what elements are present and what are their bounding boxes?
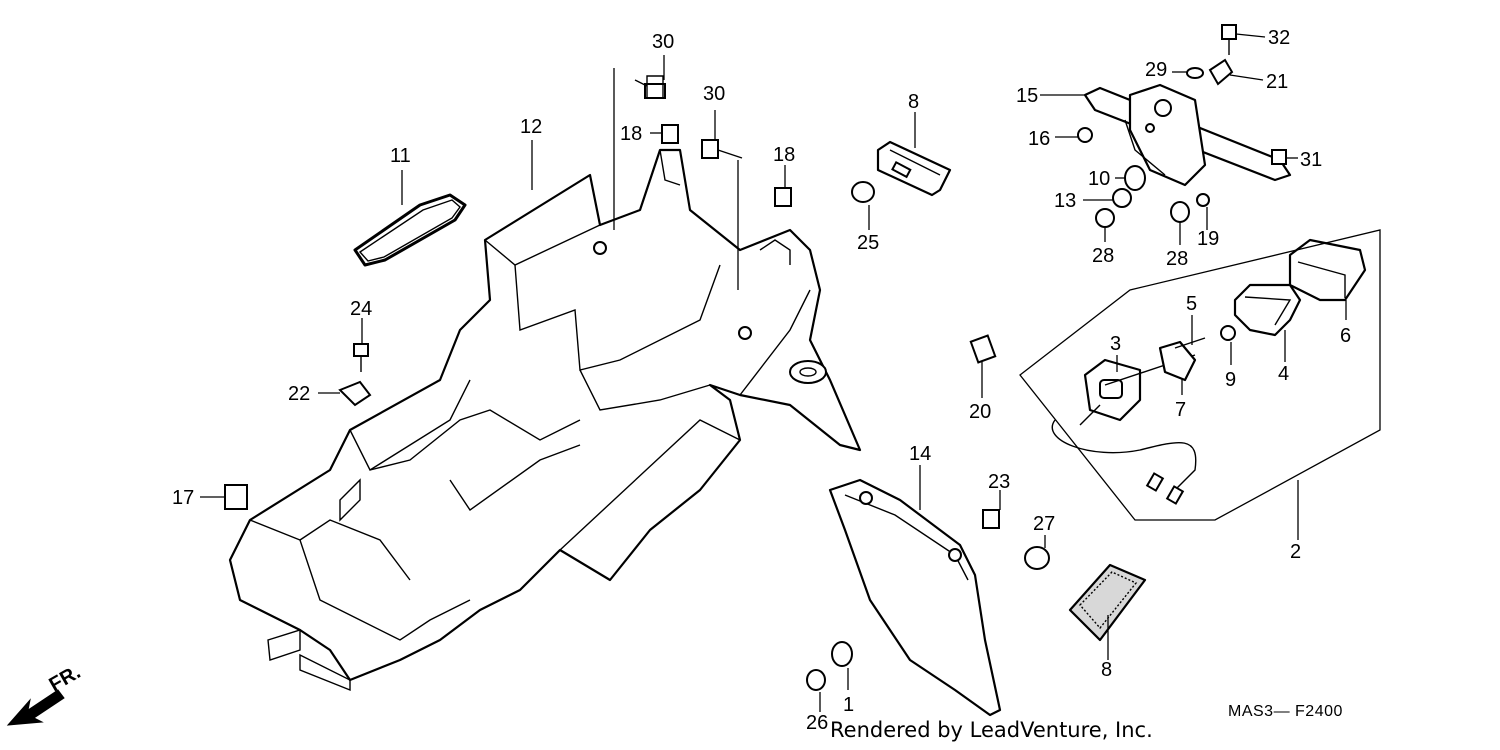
reflector-lower [1068,563,1147,642]
callout-23: 23 [988,471,1010,493]
callout-2: 2 [1290,541,1301,563]
callout-25: 25 [857,232,879,254]
callout-15: 15 [1016,85,1038,107]
assembly-box [1019,229,1381,521]
callout-12: 12 [520,116,542,138]
callout-numbers: 30 30 18 18 12 11 24 22 17 8 25 20 14 23… [172,27,1351,734]
callout-22: 22 [288,383,310,405]
callout-31: 31 [1300,149,1322,171]
seal-strip [353,193,467,267]
mud-guard [828,478,1002,717]
callout-9: 9 [1225,369,1236,391]
callout-16: 16 [1028,128,1050,150]
taillight-housing [1233,283,1302,337]
rear-fender-body [228,148,862,692]
callout-26: 26 [806,712,828,734]
callout-27: 27 [1033,513,1055,535]
callout-30: 30 [703,83,725,105]
callout-18: 18 [773,144,795,166]
callout-28: 28 [1092,245,1114,267]
callout-21: 21 [1266,71,1288,93]
callout-17: 17 [172,487,194,509]
bulb-socket-plate [1158,340,1197,382]
callout-5: 5 [1186,293,1197,315]
callout-3: 3 [1110,333,1121,355]
taillight-lens [1288,238,1367,302]
diagram-code: MAS3— F2400 [1228,703,1343,720]
callout-18: 18 [620,123,642,145]
socket-base [1051,354,1197,505]
direction-label: FR. [46,661,85,696]
callout-32: 32 [1268,27,1290,49]
license-bracket [1083,83,1292,187]
fasteners [224,24,1287,691]
callout-30: 30 [652,31,674,53]
callout-14: 14 [909,443,931,465]
reflector-upper [876,140,952,197]
front-direction-arrow: FR. [6,661,85,726]
callout-10: 10 [1088,168,1110,190]
callout-24: 24 [350,298,372,320]
callout-28: 28 [1166,248,1188,270]
leader-lines [200,33,1347,712]
callout-8: 8 [908,91,919,113]
callout-1: 1 [843,694,854,716]
callout-7: 7 [1175,399,1186,421]
callout-20: 20 [969,401,991,423]
callout-19: 19 [1197,228,1219,250]
callout-29: 29 [1145,59,1167,81]
callout-6: 6 [1340,325,1351,347]
callout-11: 11 [390,145,411,167]
callout-4: 4 [1278,363,1289,385]
watermark: Rendered by LeadVenture, Inc. [830,718,1153,742]
callout-13: 13 [1054,190,1076,212]
callout-8: 8 [1101,659,1112,681]
